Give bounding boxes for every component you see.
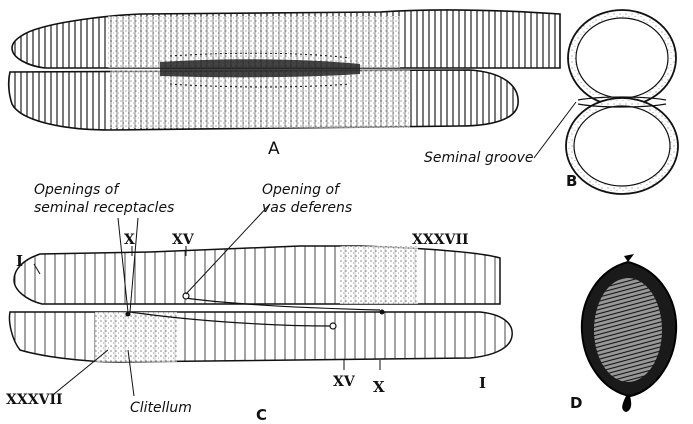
panel-c-segment-lower-X: X [373, 378, 385, 396]
panel-c-upper-worm [14, 246, 500, 304]
panel-c-segment-upper-XXXVII: XXXVII [412, 232, 469, 248]
panel-c-segment-lower-I: I [479, 374, 486, 392]
panel-c-lower-worm [9, 312, 512, 362]
panel-d-cocoon: D [570, 254, 676, 412]
panel-c-receptacles-line2: seminal receptacles [34, 200, 174, 216]
panel-a-letter: A [268, 139, 280, 159]
panel-c-segment-upper-XV: XV [172, 232, 195, 248]
panel-c-lower-clitellum [95, 312, 177, 362]
panel-c-diagram: Openings of seminal receptacles Opening … [6, 182, 512, 424]
panel-c-vas-line2: vas deferens [262, 200, 352, 216]
panel-c-upper-clitellum [340, 246, 418, 304]
panel-a-clitellum-lower [110, 70, 410, 128]
panel-a-worms-mating: A [9, 10, 560, 159]
panel-b-seminal-groove-label: Seminal groove [424, 150, 534, 166]
panel-c-vas-line1: Opening of [262, 182, 341, 198]
panel-c-receptacles-line1: Openings of [34, 182, 120, 198]
panel-d-letter: D [570, 394, 582, 412]
panel-c-segment-upper-I: I [16, 252, 23, 270]
panel-b-letter: B [566, 172, 577, 190]
panel-c-clitellum-label: Clitellum [130, 400, 192, 416]
panel-c-segment-lower-XXXVII: XXXVII [6, 392, 63, 408]
panel-c-letter: C [256, 406, 267, 424]
panel-a-mucous-band [160, 59, 360, 77]
panel-c-segment-upper-X: X [124, 232, 135, 248]
panel-c-segment-lower-XV: XV [333, 374, 356, 390]
